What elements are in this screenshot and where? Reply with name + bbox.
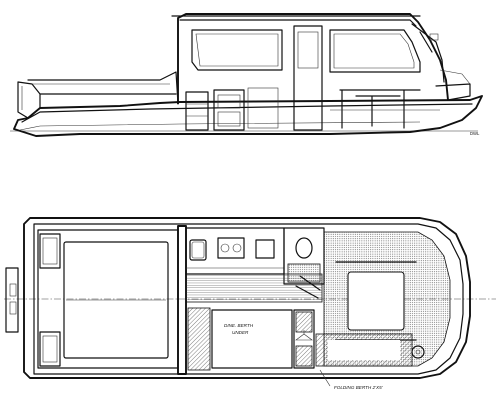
profile-view: DWL xyxy=(10,13,483,137)
profile-aft-deck xyxy=(27,71,179,105)
dinette-berth-sublabel: UNDER xyxy=(232,330,249,335)
plan-toilet xyxy=(295,237,313,259)
plan-aft-bulkhead xyxy=(177,225,187,375)
hanger-icon xyxy=(295,330,313,341)
plan-hull xyxy=(23,217,471,379)
profile-door xyxy=(293,25,323,131)
plan-galley-counter xyxy=(185,227,285,275)
dinette-berth-label: DINE. BERTH xyxy=(224,323,254,328)
plan-stern-platform xyxy=(5,267,19,333)
plan-fridge xyxy=(255,239,275,259)
folding-berth-label: FOLDING BERTH 2’X5’ xyxy=(334,385,384,390)
profile-cabin xyxy=(177,13,449,104)
waterline-label: DWL xyxy=(470,131,480,136)
folding-berth-leader xyxy=(319,369,331,387)
plan-aft-seat-bottom xyxy=(39,331,61,367)
profile-steps xyxy=(185,91,209,131)
plan-berth-left xyxy=(187,307,211,371)
profile-window-fwd xyxy=(329,29,421,73)
profile-stern xyxy=(17,81,41,119)
plan-aft-seat-top xyxy=(39,233,61,269)
profile-window-aft xyxy=(191,29,283,71)
plan-dinette-table xyxy=(347,271,405,331)
plan-view: DINE. BERTH UNDER FOLDING BERTH 2’X5’ xyxy=(4,217,496,390)
profile-galley-cabinet xyxy=(213,89,245,131)
plan-berth-mid xyxy=(211,309,293,369)
plan-hanging-locker xyxy=(293,309,315,369)
plan-walkway xyxy=(185,273,323,303)
plan-sink xyxy=(189,239,207,261)
profile-dinette xyxy=(339,89,421,129)
plan-stove xyxy=(217,237,245,259)
profile-bow xyxy=(435,83,471,101)
